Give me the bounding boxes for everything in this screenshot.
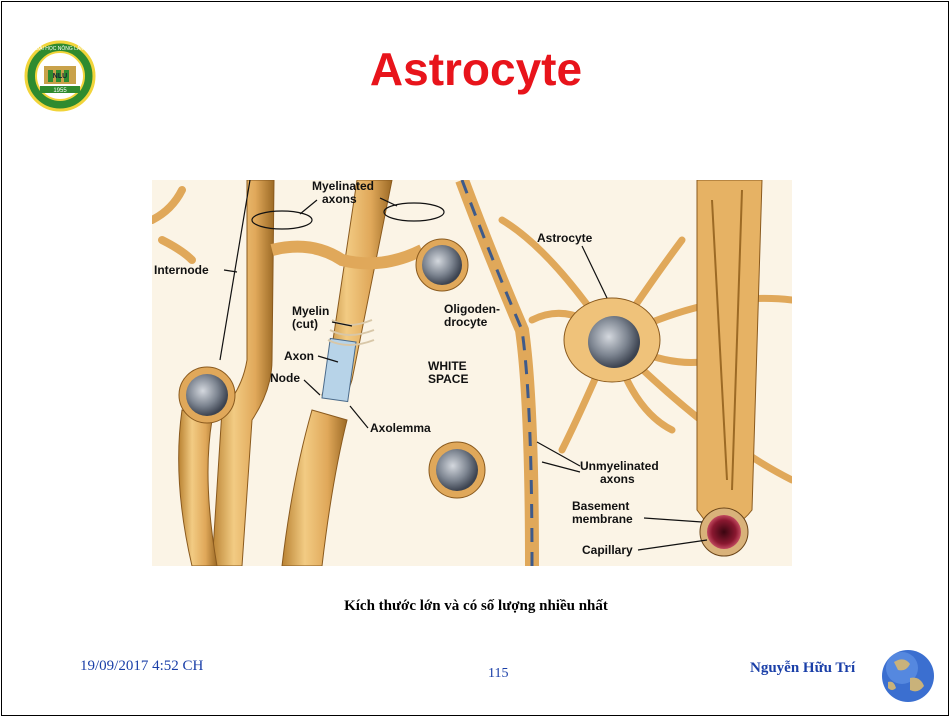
- footer-date: 19/09/2017 4:52 CH: [80, 658, 203, 675]
- label-white-space-line1: WHITE: [428, 359, 467, 373]
- label-axolemma: Axolemma: [370, 421, 431, 435]
- label-astrocyte: Astrocyte: [537, 231, 593, 245]
- label-basement-line2: membrane: [572, 512, 633, 526]
- label-white-space-line2: SPACE: [428, 372, 468, 386]
- label-node: Node: [270, 371, 300, 385]
- label-axon: Axon: [284, 349, 314, 363]
- label-oligodendrocyte-line1: Oligoden-: [444, 302, 500, 316]
- label-basement-line1: Basement: [572, 499, 629, 513]
- astrocyte-diagram: Myelinated axons Internode Myelin (cut) …: [152, 180, 792, 566]
- label-unmyelinated-line2: axons: [600, 472, 635, 486]
- label-oligodendrocyte-line2: drocyte: [444, 315, 488, 329]
- footer-author: Nguyễn Hữu Trí: [750, 660, 855, 677]
- slide-title: Astrocyte: [0, 42, 952, 96]
- globe-icon: [880, 648, 936, 704]
- label-myelin-line1: Myelin: [292, 304, 329, 318]
- slide-caption: Kích thước lớn và có số lượng nhiều nhất: [0, 598, 952, 615]
- footer-page-number: 115: [488, 666, 508, 682]
- label-unmyelinated-line1: Unmyelinated: [580, 459, 659, 473]
- label-myelinated-line2: axons: [322, 192, 357, 206]
- label-myelin-line2: (cut): [292, 317, 318, 331]
- label-capillary: Capillary: [582, 543, 633, 557]
- label-internode: Internode: [154, 263, 209, 277]
